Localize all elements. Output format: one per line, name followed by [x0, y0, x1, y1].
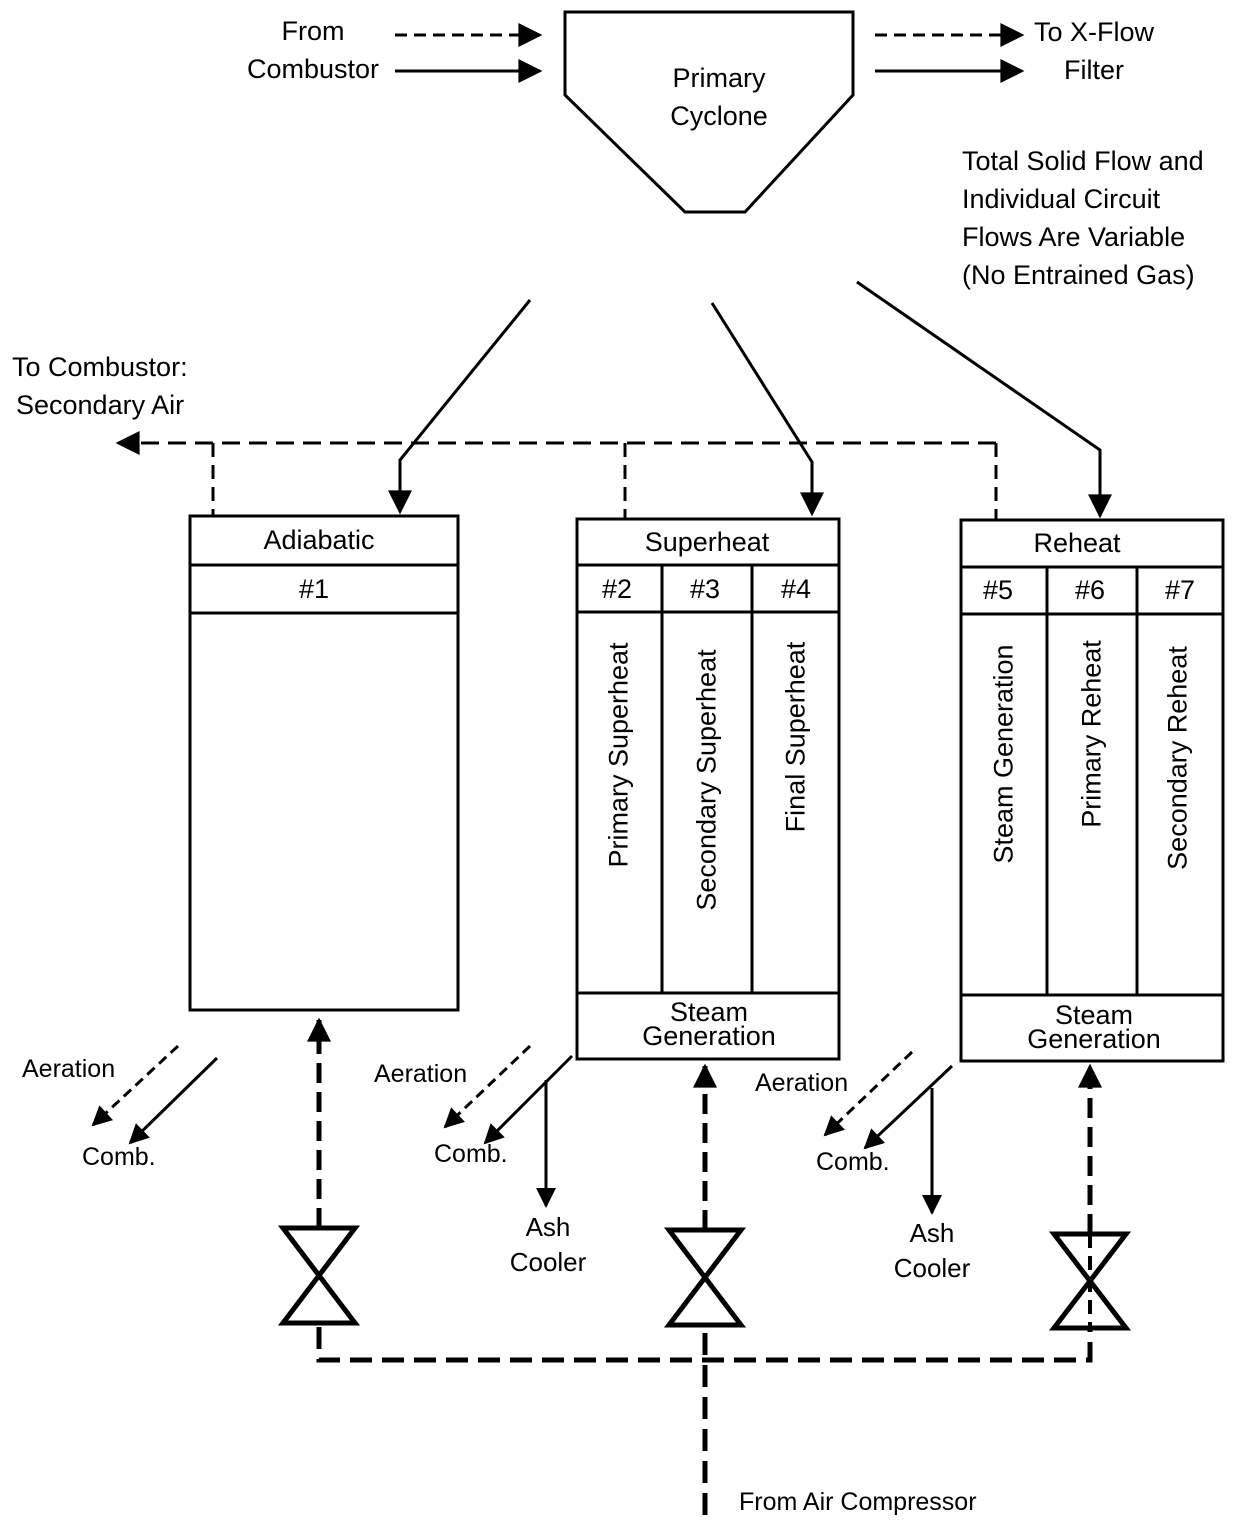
aeration-arrow-1: [91, 1044, 180, 1127]
reheat-cell-7: #7: [1164, 575, 1196, 605]
comb-arrow-1: [128, 1056, 219, 1145]
reheat-title: Reheat: [1033, 528, 1121, 558]
primary-cyclone-shape: [563, 10, 855, 214]
comb-label-1: Comb.: [82, 1143, 156, 1171]
valve-icon-2: [663, 1227, 747, 1328]
adiabatic-cell-1: #1: [298, 574, 330, 604]
comb-label-2: Comb.: [434, 1140, 508, 1168]
aeration-arrow-3: [823, 1050, 914, 1137]
reheat-footer: Steam Generation: [1027, 1000, 1161, 1054]
to-filter-label: To X-Flow Filter: [1033, 17, 1155, 85]
air-manifold: [316, 1327, 1093, 1363]
adiabatic-title: Adiabatic: [263, 525, 375, 555]
solids-line-adiabatic: [388, 299, 532, 515]
valve-icon-1: [277, 1225, 361, 1326]
comb-arrow-2: [483, 1054, 574, 1145]
aeration-label-2: Aeration: [374, 1060, 468, 1088]
superheat-footer: Steam Generation: [642, 997, 776, 1051]
primary-superheat-label: Primary Superheat: [603, 642, 634, 868]
comb-arrow-3: [863, 1064, 954, 1150]
secondary-air-label: To Combustor: Secondary Air: [12, 352, 188, 420]
superheat-cell-4: #4: [780, 574, 812, 604]
valve-icon-3: [1048, 1231, 1132, 1331]
steam-generation-column-label: Steam Generation: [988, 644, 1019, 864]
comb-label-3: Comb.: [816, 1148, 890, 1176]
primary-cyclone-label: Primary Cyclone: [670, 63, 768, 131]
superheat-cell-2: #2: [601, 574, 633, 604]
secondary-reheat-label: Secondary Reheat: [1162, 646, 1193, 870]
secondary-superheat-label: Secondary Superheat: [691, 649, 722, 911]
aeration-label-3: Aeration: [755, 1069, 849, 1097]
superheat-cell-3: #3: [689, 574, 721, 604]
aeration-label-1: Aeration: [22, 1055, 116, 1083]
reheat-cell-6: #6: [1074, 575, 1106, 605]
reheat-cell-5: #5: [982, 575, 1014, 605]
final-superheat-label: Final Superheat: [780, 641, 811, 833]
from-combustor-label: From Combustor: [246, 16, 380, 84]
ash-cooler-label-3: Ash Cooler: [893, 1218, 971, 1283]
aeration-arrow-2: [443, 1044, 532, 1129]
superheat-title: Superheat: [644, 527, 770, 557]
ash-cooler-label-2: Ash Cooler: [509, 1212, 587, 1277]
solids-line-superheat: [710, 302, 824, 517]
adiabatic-box: [188, 514, 460, 1012]
solids-line-reheat: [856, 280, 1112, 519]
reheat-box: [959, 518, 1225, 1063]
air-compressor-label: From Air Compressor: [739, 1488, 977, 1516]
flow-note: Total Solid Flow and Individual Circuit …: [962, 146, 1204, 290]
primary-reheat-label: Primary Reheat: [1076, 640, 1107, 828]
superheat-box: [575, 517, 841, 1061]
